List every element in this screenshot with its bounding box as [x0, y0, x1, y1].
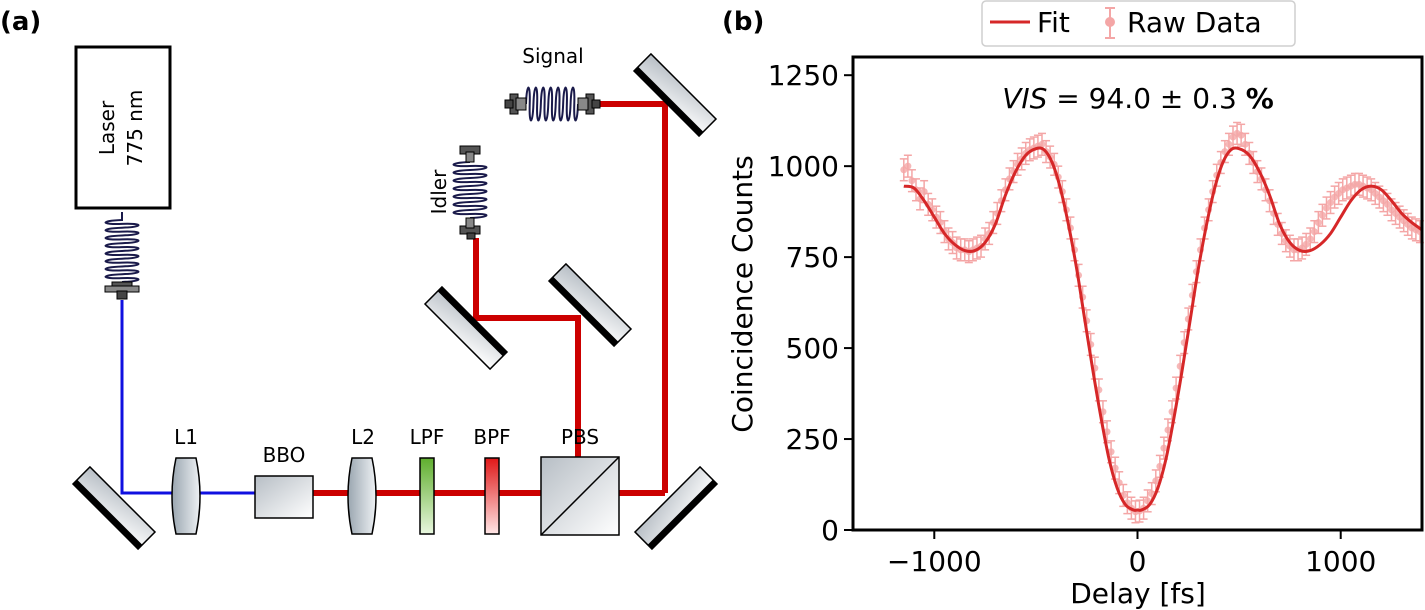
bbo-crystal	[254, 475, 314, 519]
signal-fiber-connector-right	[577, 93, 601, 115]
bpf-label: BPF	[473, 425, 510, 449]
raw-data-point	[1151, 469, 1160, 493]
raw-data-point	[1326, 190, 1335, 215]
raw-data-point	[1330, 185, 1339, 209]
signal-fiber-connector-left	[504, 93, 527, 115]
fit-line	[903, 146, 1423, 512]
plot-area	[899, 121, 1424, 524]
long-pass-filter	[419, 457, 435, 535]
band-pass-filter	[484, 457, 500, 535]
laser-label: Laser	[95, 100, 119, 155]
signal-fiber-coil	[525, 86, 579, 122]
mirror-middle-left	[423, 285, 509, 371]
pump-beam	[120, 300, 255, 495]
idler-label: Idler	[427, 169, 451, 214]
axes-frame	[851, 55, 1424, 532]
y-tick-label: 250	[786, 423, 839, 456]
idler-fiber-connector-top	[459, 145, 481, 163]
raw-data-series	[899, 121, 1424, 524]
x-axis-label: Delay [fs]	[1070, 577, 1206, 610]
idler-fiber-connector-bottom	[459, 217, 481, 240]
laser-fiber-connector	[104, 281, 140, 300]
panel-a-label: (a)	[0, 7, 41, 37]
x-axis-ticks: −1000 0 1000	[887, 530, 1376, 578]
x-tick-label: −1000	[887, 545, 982, 578]
legend-box	[981, 0, 1296, 47]
raw-data-point	[1314, 210, 1323, 235]
raw-data-point	[1318, 203, 1327, 227]
lens-l2-label: L2	[351, 425, 375, 449]
legend-raw-label: Raw Data	[1127, 6, 1262, 39]
legend: Fit Raw Data	[981, 0, 1296, 47]
pbs-label: PBS	[561, 425, 599, 449]
raw-data-point	[903, 154, 912, 178]
panel-b-chart: (b) −1000 0 1000 0 250 500 750 1000 1250 Delay …	[722, 0, 1424, 610]
bbo-label: BBO	[263, 443, 306, 467]
lpf-label: LPF	[410, 425, 445, 449]
x-tick-label: 0	[1129, 545, 1147, 578]
laser-wavelength-label: 775 nm	[123, 90, 147, 167]
mirror-middle-right	[547, 262, 633, 348]
mirror-bottom-left	[71, 465, 157, 551]
laser-box	[74, 45, 172, 210]
raw-data-point	[1302, 232, 1311, 257]
raw-data-point	[1367, 178, 1376, 202]
raw-data-point	[1322, 196, 1331, 220]
legend-raw-swatch	[1105, 7, 1115, 39]
y-tick-label: 500	[786, 332, 839, 365]
legend-fit-label: Fit	[1037, 6, 1070, 39]
polarizing-beam-splitter	[540, 456, 620, 536]
laser-fiber-coil	[104, 212, 140, 283]
raw-data-point	[1338, 178, 1347, 202]
panel-a-setup-diagram: (a) Laser 775 nm	[0, 7, 719, 551]
raw-data-point	[1159, 436, 1168, 460]
panel-b-label: (b)	[722, 7, 764, 37]
raw-data-point	[1111, 456, 1120, 480]
lens-l1	[171, 457, 201, 535]
y-tick-label: 750	[786, 241, 839, 274]
y-axis-ticks: 0 250 500 750 1000 1250	[768, 59, 853, 547]
x-tick-label: 1000	[1305, 545, 1376, 578]
mirror-top-right	[632, 52, 718, 138]
lens-l2	[347, 457, 377, 535]
idler-fiber-coil	[452, 161, 488, 219]
lens-l1-label: L1	[174, 425, 198, 449]
mirror-bottom-right	[633, 465, 719, 551]
y-tick-label: 1250	[768, 59, 839, 92]
visibility-annotation: VIS = 94.0 ± 0.3 %	[1002, 82, 1274, 115]
y-tick-label: 0	[821, 514, 839, 547]
y-axis-label: Coincidence Counts	[726, 155, 759, 432]
raw-data-point	[1037, 132, 1046, 156]
signal-label: Signal	[522, 44, 583, 68]
y-tick-label: 1000	[768, 150, 839, 183]
